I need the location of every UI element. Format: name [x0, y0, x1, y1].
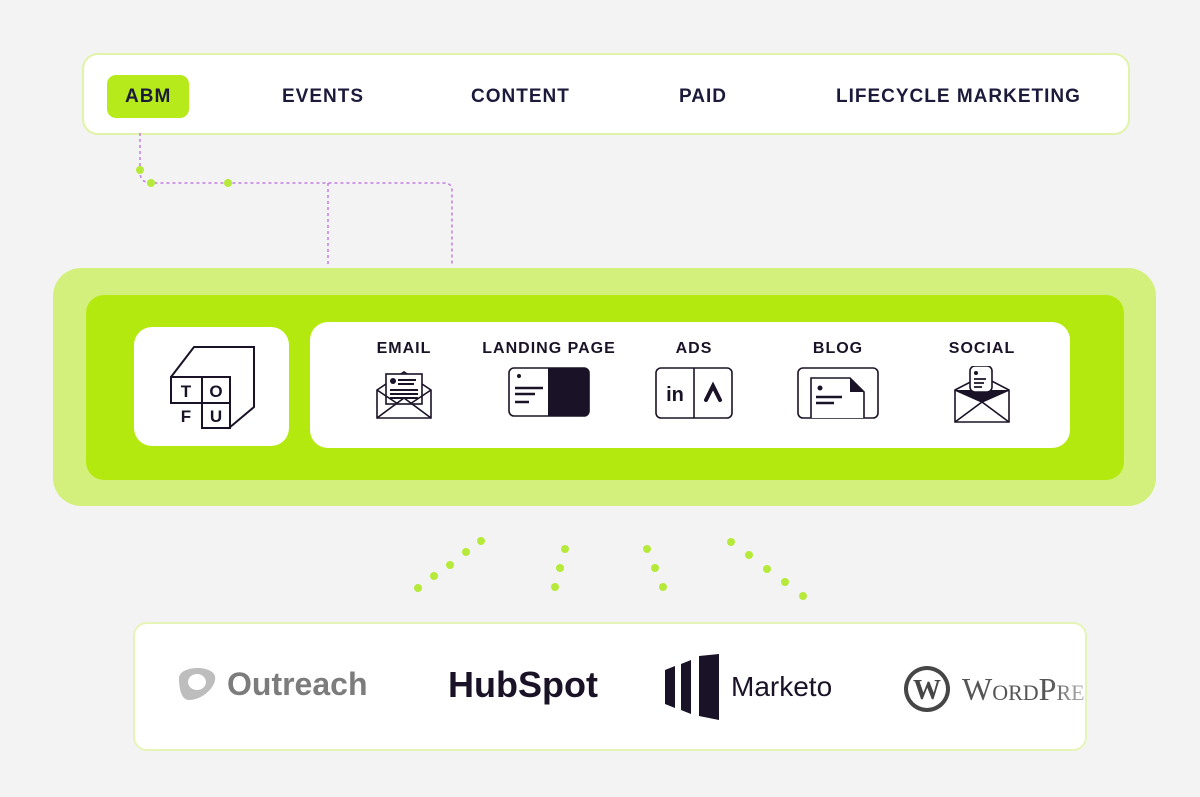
marketo-logo-icon [665, 654, 719, 720]
channels-card: EMAIL LANDING PAGE ADS in BLOG SOCIAL [310, 322, 1070, 448]
svg-text:W: W [913, 675, 941, 706]
channel-label: EMAIL [376, 340, 432, 357]
integration-wordpress: W WordPress [902, 664, 1085, 714]
channel-tabs: ABM EVENTS CONTENT PAID LIFECYCLE MARKET… [82, 53, 1130, 135]
integration-name: Marketo [731, 671, 833, 702]
svg-text:O: O [209, 382, 222, 401]
integration-outreach: Outreach [173, 664, 367, 704]
svg-text:F: F [181, 407, 191, 426]
outreach-logo-icon [179, 667, 216, 700]
tab-content[interactable]: CONTENT [471, 86, 570, 107]
integration-hubspot: HubSpot [448, 664, 598, 706]
blog-doc-icon [797, 367, 879, 419]
integration-name: WordPress [962, 670, 1085, 707]
landing-page-icon [508, 367, 590, 417]
channel-ads[interactable]: ADS in [619, 340, 769, 425]
channel-email[interactable]: EMAIL [329, 340, 479, 427]
channel-label: ADS [675, 340, 713, 357]
channel-label: LANDING PAGE [482, 340, 616, 357]
svg-text:T: T [181, 382, 192, 401]
integration-marketo: Marketo [663, 654, 832, 720]
channel-social[interactable]: SOCIAL [907, 340, 1057, 431]
tab-lifecycle-marketing[interactable]: LIFECYCLE MARKETING [836, 86, 1081, 107]
channel-landing-page[interactable]: LANDING PAGE [474, 340, 624, 425]
tab-paid[interactable]: PAID [679, 86, 727, 107]
integration-name: Outreach [227, 665, 368, 702]
channel-label: BLOG [812, 340, 864, 357]
integrations-strip: Outreach HubSpot Marketo W WordPress [133, 622, 1087, 751]
integration-name: HubSpot [448, 664, 598, 705]
tab-events[interactable]: EVENTS [282, 86, 365, 107]
channel-blog[interactable]: BLOG [763, 340, 913, 425]
tab-abm[interactable]: ABM [107, 75, 190, 118]
svg-text:in: in [666, 384, 684, 406]
svg-text:U: U [210, 407, 222, 426]
email-envelope-icon [376, 371, 432, 419]
wordpress-logo-icon: W [904, 666, 950, 712]
channel-label: SOCIAL [948, 340, 1016, 357]
social-envelope-icon [954, 365, 1010, 423]
ads-icon: in [655, 367, 733, 419]
